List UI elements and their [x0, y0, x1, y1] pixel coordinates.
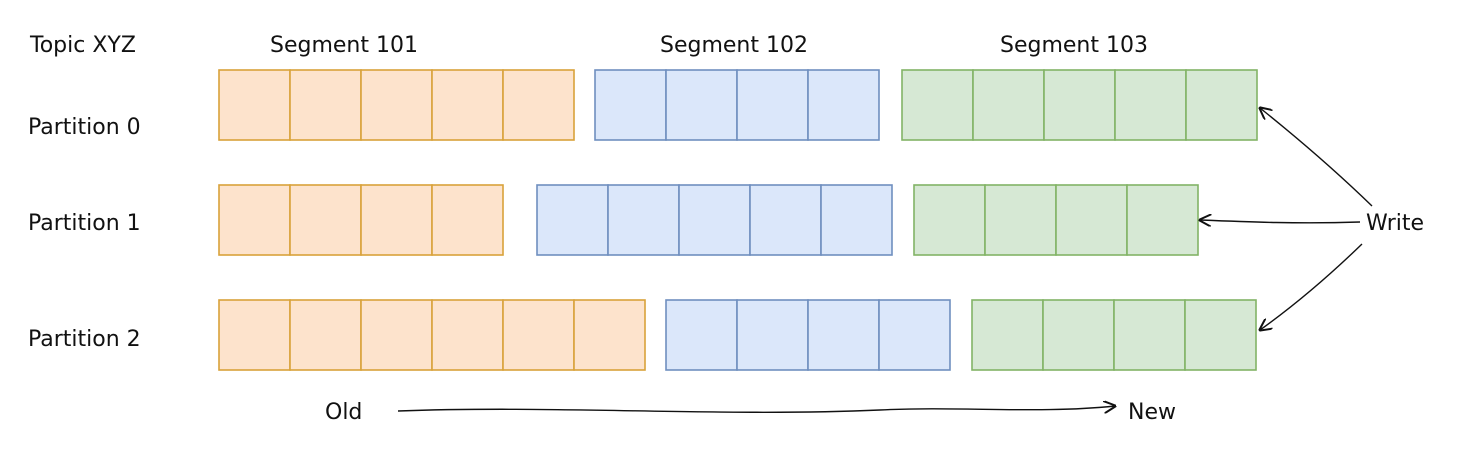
partition-2-segment-2-cell — [807, 299, 880, 371]
partition-1-segment-1-cell — [431, 184, 504, 256]
partition-0-segment-2-cell — [807, 69, 880, 141]
partition-1-segment-2-cell — [536, 184, 609, 256]
partition-0-label: Partition 0 — [28, 115, 141, 140]
partition-1-segment-2-cell — [749, 184, 822, 256]
write-label: Write — [1366, 211, 1424, 236]
partition-cells — [218, 69, 1258, 371]
segment-label-102: Segment 102 — [660, 33, 808, 58]
partition-1-segment-3-cell — [913, 184, 986, 256]
partition-2-segment-2-cell — [736, 299, 809, 371]
time-arrow — [397, 406, 1115, 412]
partition-0-segment-3-cell — [1043, 69, 1116, 141]
partition-0-segment-2-cell — [736, 69, 809, 141]
partition-0-segment-1-cell — [431, 69, 504, 141]
partition-2-segment-1-cell — [289, 299, 362, 371]
partition-1-segment-2-cell — [678, 184, 751, 256]
partition-2-segment-3-cell — [1042, 299, 1115, 371]
partition-0-segment-1-cell — [289, 69, 362, 141]
partition-0-segment-1-cell — [360, 69, 433, 141]
partition-1-label: Partition 1 — [28, 211, 141, 236]
partition-2-segment-1-cell — [502, 299, 575, 371]
partition-0-segment-3-cell — [972, 69, 1045, 141]
segment-label-101: Segment 101 — [270, 33, 418, 58]
partition-2-segment-3-cell — [1184, 299, 1257, 371]
partition-1-segment-1-cell — [218, 184, 291, 256]
topic-label: Topic XYZ — [29, 33, 136, 58]
partition-1-segment-3-cell — [1055, 184, 1128, 256]
write-arrow-partition-0 — [1260, 108, 1373, 207]
partition-1-segment-2-cell — [607, 184, 680, 256]
new-label: New — [1128, 400, 1176, 425]
partition-0-segment-3-cell — [1185, 69, 1258, 141]
partition-2-label: Partition 2 — [28, 327, 141, 352]
partition-1-segment-1-cell — [289, 184, 362, 256]
partition-2-segment-1-cell — [573, 299, 646, 371]
partition-0-segment-3-cell — [901, 69, 974, 141]
partition-0-segment-1-cell — [502, 69, 575, 141]
partition-2-segment-2-cell — [665, 299, 738, 371]
segment-label-103: Segment 103 — [1000, 33, 1148, 58]
write-arrow-partition-1 — [1200, 220, 1361, 223]
partition-1-segment-2-cell — [820, 184, 893, 256]
partition-2-segment-2-cell — [878, 299, 951, 371]
partition-0-segment-2-cell — [665, 69, 738, 141]
partition-1-segment-3-cell — [984, 184, 1057, 256]
partition-1-segment-1-cell — [360, 184, 433, 256]
partition-0-segment-3-cell — [1114, 69, 1187, 141]
partition-2-segment-3-cell — [971, 299, 1044, 371]
old-label: Old — [325, 400, 362, 425]
partition-1-segment-3-cell — [1126, 184, 1199, 256]
write-arrow-partition-2 — [1260, 243, 1363, 330]
partition-2-segment-1-cell — [218, 299, 291, 371]
partition-2-segment-1-cell — [431, 299, 504, 371]
partition-2-segment-1-cell — [360, 299, 433, 371]
partition-0-segment-2-cell — [594, 69, 667, 141]
partition-0-segment-1-cell — [218, 69, 291, 141]
partition-2-segment-3-cell — [1113, 299, 1186, 371]
